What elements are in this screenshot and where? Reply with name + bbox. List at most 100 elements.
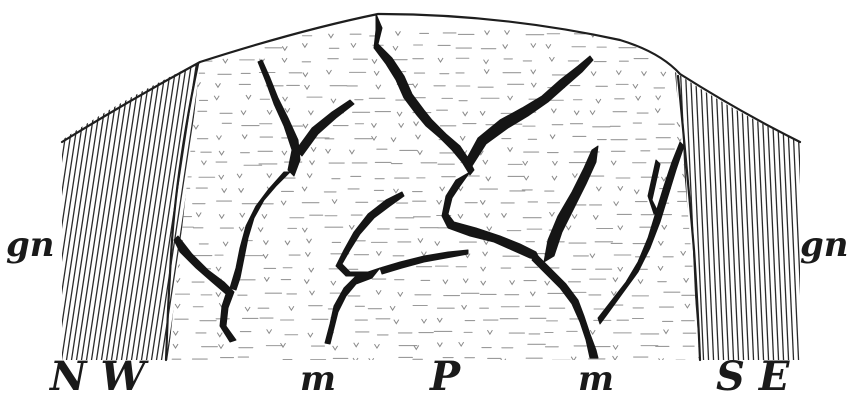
stipple-vee xyxy=(219,175,224,179)
stipple-vee xyxy=(351,43,356,47)
stipple-vee xyxy=(658,266,663,270)
stipple-vee xyxy=(175,278,180,282)
stipple-vee xyxy=(332,199,337,203)
stipple-vee xyxy=(285,241,290,245)
stipple-vee xyxy=(196,82,201,86)
stipple-vee xyxy=(618,226,623,230)
stipple-vee xyxy=(416,135,421,139)
stipple-vee xyxy=(193,125,198,129)
stipple-vee xyxy=(307,239,312,243)
stipple-vee xyxy=(481,281,486,285)
stipple-vee xyxy=(374,344,379,348)
stipple-vee xyxy=(216,292,221,296)
vein-far-right xyxy=(598,142,684,324)
stipple-vee xyxy=(705,202,710,206)
stipple-vee xyxy=(611,161,616,165)
vein-left-upper xyxy=(258,60,300,176)
stipple-vee xyxy=(263,254,268,258)
stipple-vee xyxy=(636,96,641,100)
stipple-vee xyxy=(371,123,376,127)
stipple-vee xyxy=(656,96,661,100)
stipple-vee xyxy=(546,44,551,48)
stipple-vee xyxy=(267,329,272,333)
stipple-vee xyxy=(658,241,663,245)
stipple-vee xyxy=(459,342,464,346)
hatch-line xyxy=(135,40,185,370)
stipple-vee xyxy=(310,291,315,295)
stipple-vee xyxy=(413,84,418,88)
stipple-vee xyxy=(219,151,224,155)
hatch-line xyxy=(815,60,829,370)
stipple-vee xyxy=(222,188,227,192)
stipple-vee xyxy=(391,137,396,141)
stipple-vee xyxy=(239,43,244,47)
vein-summit xyxy=(374,14,474,175)
hatch-line xyxy=(130,40,180,370)
stipple-vee xyxy=(333,346,338,350)
stipple-vee xyxy=(217,333,222,337)
stipple-vee xyxy=(634,190,639,194)
stipple-vee xyxy=(285,108,290,112)
veins xyxy=(174,14,684,358)
hatch-line xyxy=(805,60,819,370)
stipple-vee xyxy=(596,187,601,191)
stipple-vee xyxy=(545,281,550,285)
label-vein-right: m xyxy=(578,359,614,393)
stipple-vee xyxy=(618,267,623,271)
stipple-vee xyxy=(566,226,571,230)
stipple-vee xyxy=(258,228,263,232)
stipple-vee xyxy=(684,278,689,282)
stipple-vee xyxy=(572,214,577,218)
stipple-vee xyxy=(393,46,398,50)
stipple-vee xyxy=(462,305,467,309)
stipple-vee xyxy=(326,70,331,74)
stipple-vee xyxy=(281,201,286,205)
stipple-vee xyxy=(437,200,442,204)
stipple-vee xyxy=(633,84,638,88)
stipple-vee xyxy=(422,319,427,323)
stipple-vee xyxy=(501,213,506,217)
stipple-vee xyxy=(660,30,665,34)
stipple-vee xyxy=(289,306,294,310)
stipple-vee xyxy=(282,58,287,62)
hatch-line xyxy=(800,60,814,370)
stipple-vee xyxy=(484,213,489,217)
stipple-vee xyxy=(302,43,307,47)
stipple-vee xyxy=(681,251,686,255)
stipple-vee xyxy=(398,292,403,296)
label-direction-right: S E xyxy=(716,353,790,393)
stipple-vee xyxy=(571,357,576,361)
label-gneiss-right: gn xyxy=(800,225,849,265)
stipple-vee xyxy=(443,280,448,284)
stipple-vee xyxy=(239,227,244,231)
stipple-vee xyxy=(393,189,398,193)
stipple-vee xyxy=(551,109,556,113)
label-porphyry: P xyxy=(429,353,462,393)
stipple-vee xyxy=(655,108,660,112)
stipple-vee xyxy=(524,176,529,180)
stipple-vee xyxy=(508,147,513,151)
label-gneiss-left: gn xyxy=(6,225,55,265)
stipple-vee xyxy=(371,136,376,140)
stipple-vee xyxy=(302,228,307,232)
stipple-vee xyxy=(246,95,251,99)
stipple-vee xyxy=(596,99,601,103)
stipple-vee xyxy=(659,358,664,362)
stipple-vee xyxy=(376,251,381,255)
stipple-vee xyxy=(638,279,643,283)
stipple-vee xyxy=(218,344,223,348)
stipple-vee xyxy=(463,279,468,283)
stipple-vee xyxy=(510,280,515,284)
vein-left-branch xyxy=(296,100,354,156)
stipple-vee xyxy=(305,85,310,89)
stipple-vee xyxy=(240,213,245,217)
stipple-vee xyxy=(552,161,557,165)
stipple-vee xyxy=(399,123,404,127)
stipple-vee xyxy=(677,137,682,141)
stipple-vee xyxy=(664,330,669,334)
stipple-vee xyxy=(242,135,247,139)
stipple-vee xyxy=(480,200,485,204)
vein-right-up xyxy=(544,146,598,262)
stipple-vee xyxy=(487,227,492,231)
stipple-vee xyxy=(397,112,402,116)
